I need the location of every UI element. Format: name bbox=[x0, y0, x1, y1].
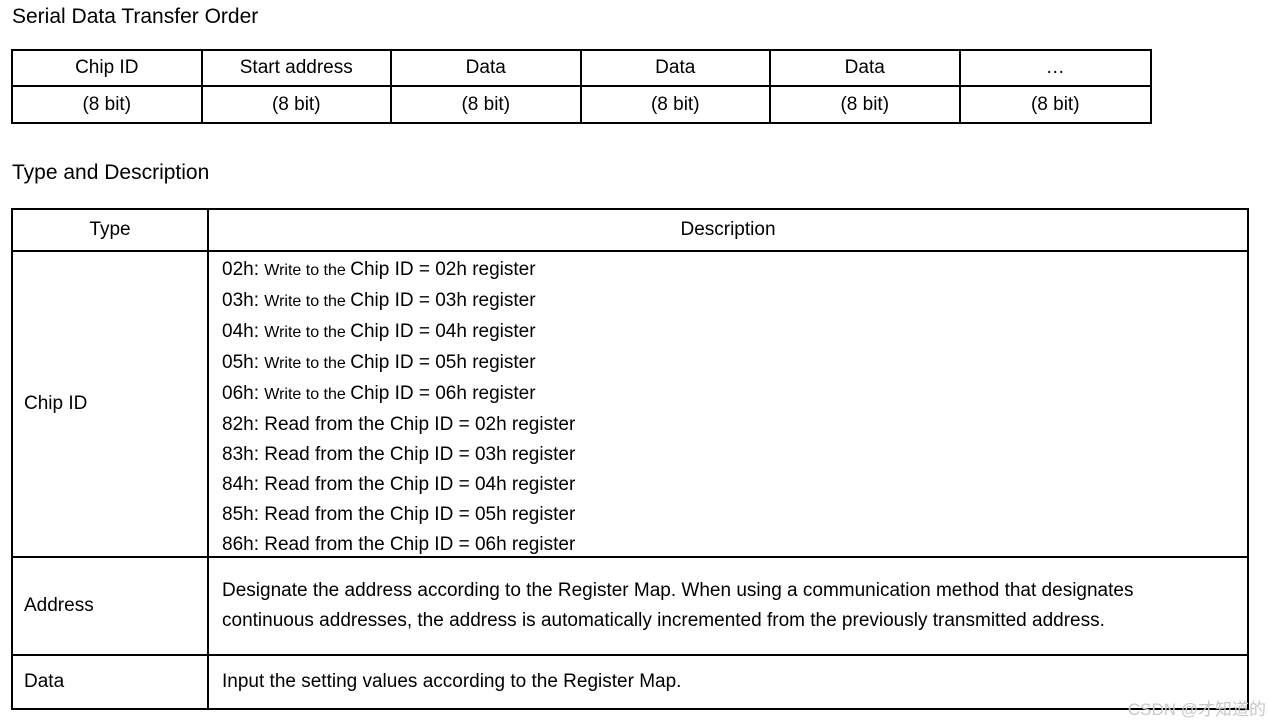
chip-id-line: 04h: Write to the Chip ID = 04h register bbox=[222, 317, 1247, 348]
transfer-order-col-bits: (8 bit) bbox=[13, 87, 203, 122]
chip-id-line: 86h: Read from the Chip ID = 06h registe… bbox=[222, 530, 1247, 560]
type-cell-data: Data bbox=[13, 656, 209, 708]
transfer-order-col-label: Chip ID bbox=[13, 51, 203, 87]
section-title-type-description: Type and Description bbox=[12, 161, 210, 184]
chip-id-line-segment: Write to the bbox=[264, 355, 351, 372]
transfer-order-col-label: Data bbox=[392, 51, 582, 87]
type-cell-address: Address bbox=[13, 558, 209, 654]
row-data: Data Input the setting values according t… bbox=[13, 656, 1247, 708]
chip-id-line: 02h: Write to the Chip ID = 02h register bbox=[222, 255, 1247, 286]
chip-id-line-segment: Chip ID = 05h register bbox=[350, 352, 536, 373]
description-paragraph: Input the setting values according to th… bbox=[222, 671, 682, 692]
watermark: CSDN @才知道的 bbox=[1127, 700, 1266, 719]
chip-id-line-segment: 05h: bbox=[222, 352, 265, 373]
chip-id-line: 84h: Read from the Chip ID = 04h registe… bbox=[222, 470, 1247, 500]
transfer-order-col-label: … bbox=[960, 51, 1150, 87]
type-cell-chip-id: Chip ID bbox=[13, 252, 209, 556]
chip-id-line-segment: 03h: bbox=[222, 290, 265, 311]
description-cell-chip-id: 02h: Write to the Chip ID = 02h register… bbox=[209, 252, 1247, 556]
header-cell-description: Description bbox=[680, 219, 776, 240]
section-title-transfer-order: Serial Data Transfer Order bbox=[12, 5, 259, 28]
chip-id-line-segment: Write to the bbox=[264, 293, 351, 310]
chip-id-line-segment: 06h: bbox=[222, 383, 265, 404]
transfer-order-col-label: Data bbox=[581, 51, 771, 87]
chip-id-line-segment: 02h: bbox=[222, 259, 265, 280]
description-cell-data: Input the setting values according to th… bbox=[209, 656, 1247, 708]
transfer-order-col-label: Start address bbox=[202, 51, 392, 87]
chip-id-line-segment: Chip ID = 03h register bbox=[350, 290, 536, 311]
chip-id-line: 03h: Write to the Chip ID = 03h register bbox=[222, 286, 1247, 317]
chip-id-line-segment: 85h: Read from the Chip ID = 05h registe… bbox=[222, 504, 576, 525]
chip-id-line-segment: Write to the bbox=[264, 386, 351, 403]
description-cell-address: Designate the address according to the R… bbox=[209, 558, 1247, 654]
transfer-order-col-label: Data bbox=[771, 51, 961, 87]
transfer-order-col-bits: (8 bit) bbox=[1030, 93, 1080, 115]
chip-id-line-segment: Chip ID = 02h register bbox=[350, 259, 536, 280]
chip-id-line-segment: 04h: bbox=[222, 321, 265, 342]
chip-id-line-segment: Write to the bbox=[264, 262, 351, 279]
header-cell-type: Type bbox=[13, 210, 209, 250]
chip-id-line-segment: Write to the bbox=[264, 324, 351, 341]
description-paragraph: Designate the address according to the R… bbox=[222, 580, 1134, 631]
chip-id-line: 82h: Read from the Chip ID = 02h registe… bbox=[222, 410, 1247, 440]
chip-id-line-segment: 84h: Read from the Chip ID = 04h registe… bbox=[222, 474, 576, 495]
transfer-order-col-bits: (8 bit) bbox=[771, 87, 961, 122]
transfer-order-col-bits: (8 bit) bbox=[203, 87, 392, 122]
transfer-order-col-bits: (8 bit) bbox=[582, 87, 771, 122]
chip-id-line: 83h: Read from the Chip ID = 03h registe… bbox=[222, 440, 1247, 470]
row-address: Address Designate the address according t… bbox=[13, 558, 1247, 656]
chip-id-line-segment: 86h: Read from the Chip ID = 06h registe… bbox=[222, 534, 576, 555]
chip-id-line-segment: 82h: Read from the Chip ID = 02h registe… bbox=[222, 414, 576, 435]
chip-id-line-segment: Chip ID = 04h register bbox=[350, 321, 536, 342]
transfer-order-col-bits: (8 bit) bbox=[392, 87, 582, 122]
chip-id-line-segment: 83h: Read from the Chip ID = 03h registe… bbox=[222, 444, 576, 465]
chip-id-line: 85h: Read from the Chip ID = 05h registe… bbox=[222, 500, 1247, 530]
chip-id-line: 06h: Write to the Chip ID = 06h register bbox=[222, 379, 1247, 410]
type-description-header-row: Type Description bbox=[13, 210, 1247, 252]
chip-id-line: 05h: Write to the Chip ID = 05h register bbox=[222, 348, 1247, 379]
chip-id-line-segment: Chip ID = 06h register bbox=[350, 383, 536, 404]
